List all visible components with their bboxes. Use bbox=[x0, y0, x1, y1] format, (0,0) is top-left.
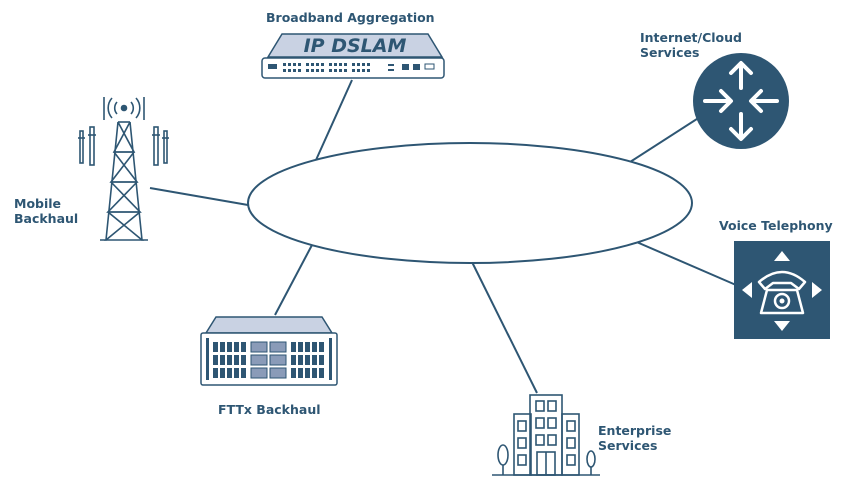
voice-label: Voice Telephony bbox=[719, 218, 833, 233]
fttx-label: FTTx Backhaul bbox=[218, 402, 321, 417]
dslam-device-text: IP DSLAM bbox=[304, 35, 407, 57]
link-mobile bbox=[149, 187, 249, 206]
mobile-label-line1: Mobile bbox=[14, 196, 62, 211]
internet-label-line2: Services bbox=[640, 45, 700, 60]
router-icon bbox=[693, 53, 789, 149]
link-broadband bbox=[315, 79, 353, 161]
fttx-chassis-icon bbox=[200, 316, 338, 386]
broadband-label: Broadband Aggregation bbox=[266, 10, 435, 25]
link-internet bbox=[629, 116, 701, 163]
office-building-icon bbox=[492, 394, 600, 476]
enterprise-label: Enterprise Services bbox=[598, 423, 671, 453]
cell-tower-icon bbox=[78, 97, 169, 241]
link-enterprise bbox=[471, 261, 538, 394]
mobile-label-line2: Backhaul bbox=[14, 211, 79, 226]
telephone-icon bbox=[734, 241, 830, 339]
enterprise-label-line2: Services bbox=[598, 438, 658, 453]
link-fttx bbox=[274, 244, 313, 316]
internet-label-line1: Internet/Cloud bbox=[640, 30, 742, 45]
dslam-icon: IP DSLAM bbox=[261, 33, 445, 79]
enterprise-label-line1: Enterprise bbox=[598, 423, 672, 438]
mobile-label: Mobile Backhaul bbox=[14, 196, 78, 226]
network-core-ellipse bbox=[247, 142, 693, 264]
internet-label: Internet/Cloud Services bbox=[640, 30, 742, 60]
link-voice bbox=[631, 239, 737, 286]
